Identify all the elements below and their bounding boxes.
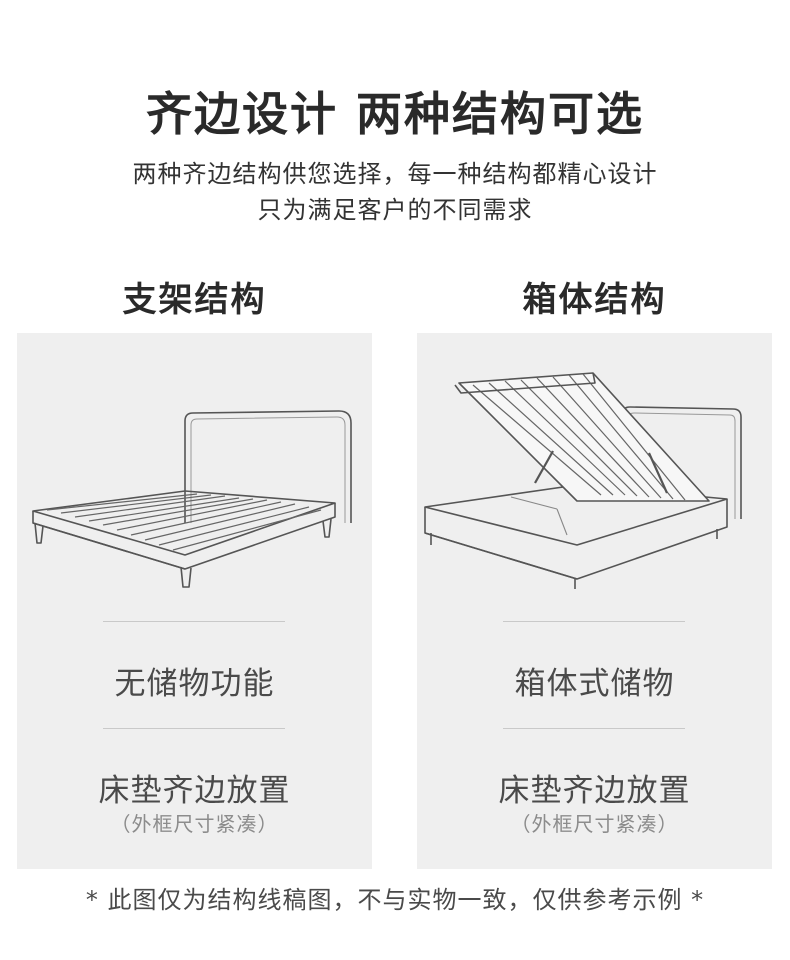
bed-frame-slats-icon [32,410,352,588]
mattress-label: 床垫齐边放置 [98,773,291,809]
feature-label: 无储物功能 [114,666,275,702]
mattress-label: 床垫齐边放置 [498,773,691,809]
option-heading-box: 箱体结构 [522,280,667,320]
divider [103,621,285,622]
option-heading-frame: 支架结构 [122,280,267,320]
option-card-box: 箱体式储物 床垫齐边放置 （外框尺寸紧凑） [417,333,772,869]
mattress-note: （外框尺寸紧凑） [510,812,679,836]
page-title: 齐边设计 两种结构可选 [145,87,644,141]
divider [503,621,685,622]
option-card-frame: 无储物功能 床垫齐边放置 （外框尺寸紧凑） [17,333,372,869]
divider [103,728,285,729]
mattress-note: （外框尺寸紧凑） [110,812,279,836]
divider [503,728,685,729]
disclaimer-text: * 此图仅为结构线稿图，不与实物一致，仅供参考示例 * [85,886,705,914]
feature-label: 箱体式储物 [514,666,675,702]
storage-box-bed-icon [424,372,742,589]
subtitle-line-2: 只为满足客户的不同需求 [257,196,533,224]
subtitle-line-1: 两种齐边结构供您选择，每一种结构都精心设计 [132,160,658,188]
